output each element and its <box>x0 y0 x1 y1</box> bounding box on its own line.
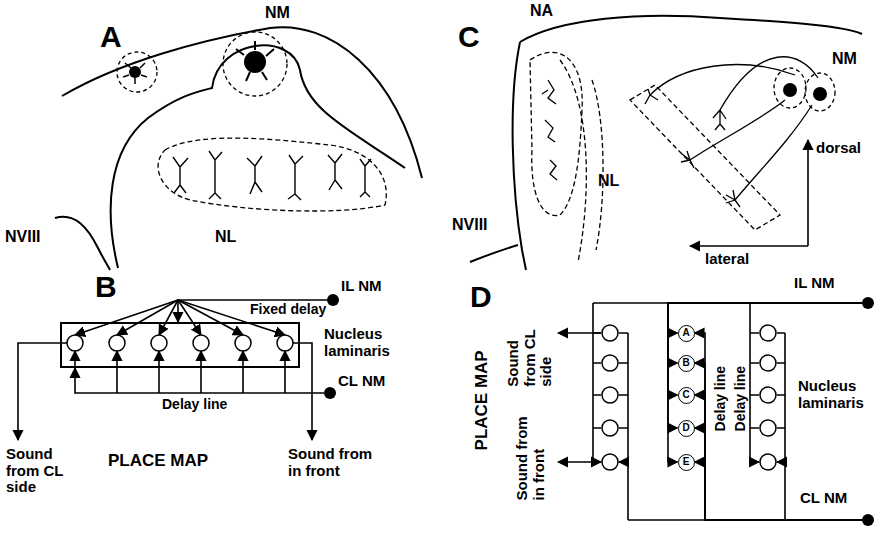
nerve-label: NVIII <box>5 228 41 246</box>
map-title: PLACE MAP <box>108 452 208 471</box>
node-label: IL NM <box>341 278 382 295</box>
coincidence-neuron: B <box>678 355 695 372</box>
cell-cluster-a <box>123 41 274 84</box>
coincidence-neuron: D <box>678 420 695 437</box>
nucleus-box: Nucleus laminaris <box>60 322 300 368</box>
node-label: IL NM <box>794 275 835 292</box>
connector <box>695 462 863 520</box>
node-label: D <box>682 423 689 433</box>
region-label: NM <box>265 4 290 22</box>
connector <box>75 368 324 393</box>
axis-arrows <box>690 140 808 246</box>
node-label: A <box>682 328 689 338</box>
region-label: NL <box>598 172 619 190</box>
panel-letter: A <box>100 20 122 53</box>
connector <box>178 300 327 322</box>
region-label: NL <box>215 228 236 246</box>
node-label: B <box>682 358 689 368</box>
axis-label: dorsal <box>816 140 861 157</box>
region-label: NM <box>832 50 857 68</box>
nucleus-label: Nucleus laminaris <box>798 378 880 411</box>
panel-letter: D <box>470 280 492 313</box>
nucleus-source-dot: CL NM <box>324 387 336 399</box>
node-label: CL NM <box>338 373 385 390</box>
connector <box>668 303 862 333</box>
node-label: C <box>682 390 689 400</box>
brain-section-a <box>55 27 422 270</box>
output-label: Sound from CL side <box>505 303 555 387</box>
node-label: Nucleus laminaris <box>324 326 424 359</box>
edge-label: Fixed delay <box>250 302 326 317</box>
output-label: Sound from in front <box>514 410 547 500</box>
nucleus-source-dot: CL NM <box>862 514 874 526</box>
nucleus-source-dot: IL NM <box>862 297 874 309</box>
node-label: E <box>683 457 690 467</box>
place-map-d-wiring <box>558 303 785 520</box>
panel-letter: C <box>458 20 480 53</box>
map-title: PLACE MAP <box>473 350 492 450</box>
coincidence-neuron: A <box>678 325 695 342</box>
delay-label: Delay line <box>732 366 747 431</box>
delay-label: Delay line <box>712 366 727 431</box>
connector <box>695 333 863 520</box>
panel-letter: B <box>95 270 117 303</box>
nucleus-source-dot: IL NM <box>327 294 339 306</box>
nerve-label: NVIII <box>452 216 488 234</box>
connector <box>695 428 863 520</box>
region-label: NA <box>530 2 553 20</box>
output-label: Sound from CL side <box>6 446 90 496</box>
brain-section-c <box>470 16 862 270</box>
node-label: CL NM <box>800 490 847 507</box>
place-map-b-wiring <box>18 300 312 440</box>
cell-cluster-c <box>783 83 827 101</box>
output-label: Sound from in front <box>288 446 378 479</box>
coincidence-neuron: C <box>678 387 695 404</box>
axis-label: lateral <box>705 251 749 268</box>
coincidence-neuron: E <box>678 454 695 471</box>
edge-label: Delay line <box>162 397 227 412</box>
